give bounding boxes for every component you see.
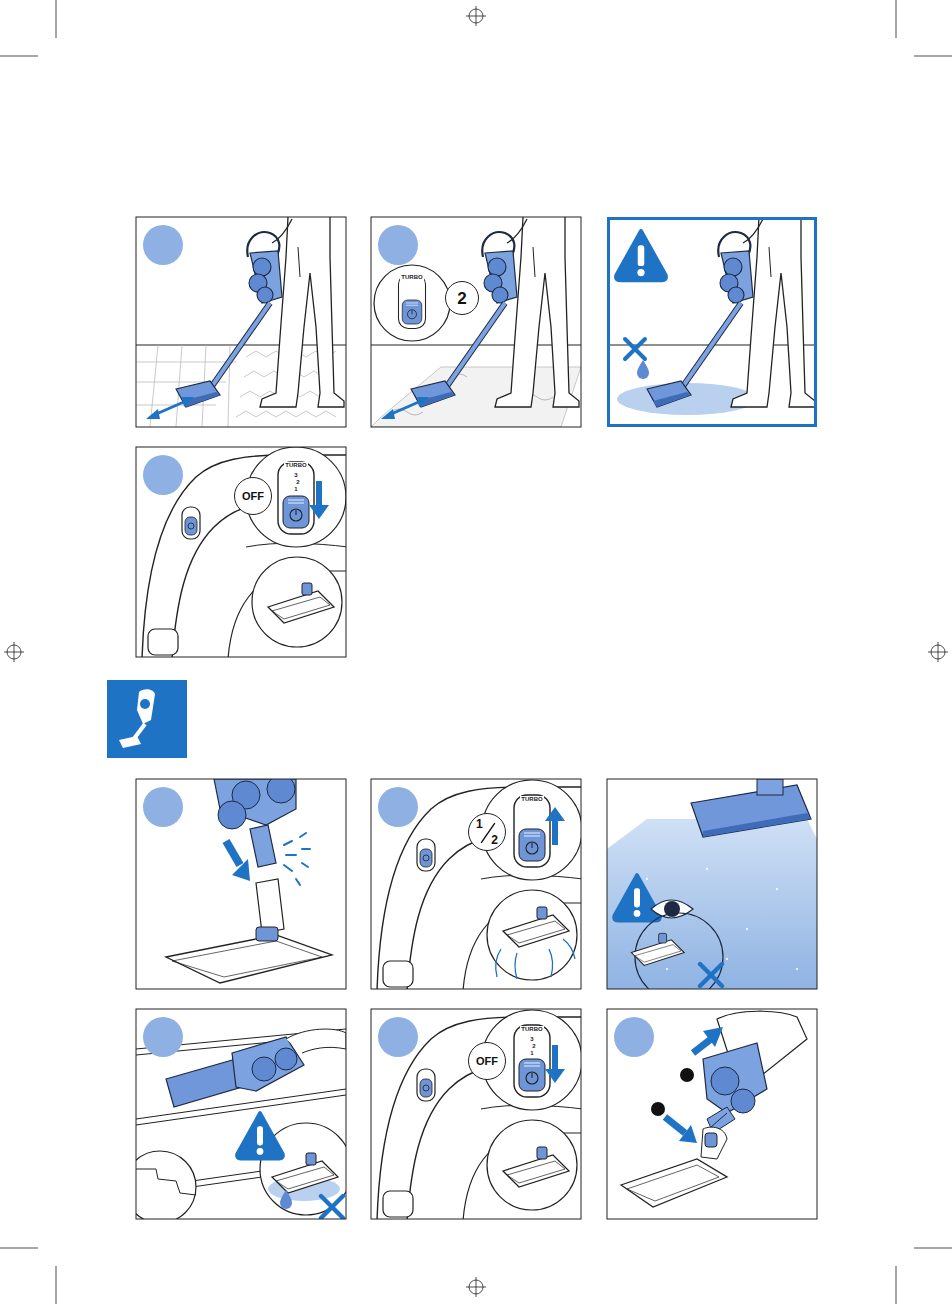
- circle-badge: OFF: [234, 477, 272, 515]
- switch-marking: TURBO: [520, 1026, 543, 1032]
- switch-marking: 3: [293, 472, 298, 478]
- circle-badge: OFF: [468, 1042, 506, 1080]
- switch-marking: TURBO: [520, 796, 543, 802]
- switch-marking: 1: [293, 486, 298, 492]
- switch-marking: 3: [529, 1036, 534, 1042]
- switch-marking: 1: [529, 1050, 534, 1056]
- badge-text: OFF: [476, 1056, 498, 1067]
- switch-marking: 2: [295, 479, 300, 485]
- switch-marking: TURBO: [284, 462, 307, 468]
- circle-badge: 12: [468, 813, 506, 851]
- badge-text: 2: [491, 834, 498, 846]
- switch-marking: TURBO: [400, 274, 423, 280]
- badge-text: 1: [476, 818, 483, 830]
- fraction-slash: [469, 814, 507, 852]
- switch-marking: 2: [531, 1043, 536, 1049]
- badge-text: OFF: [242, 491, 264, 502]
- circle-badge: 2: [445, 281, 479, 315]
- badge-text: 2: [457, 290, 466, 307]
